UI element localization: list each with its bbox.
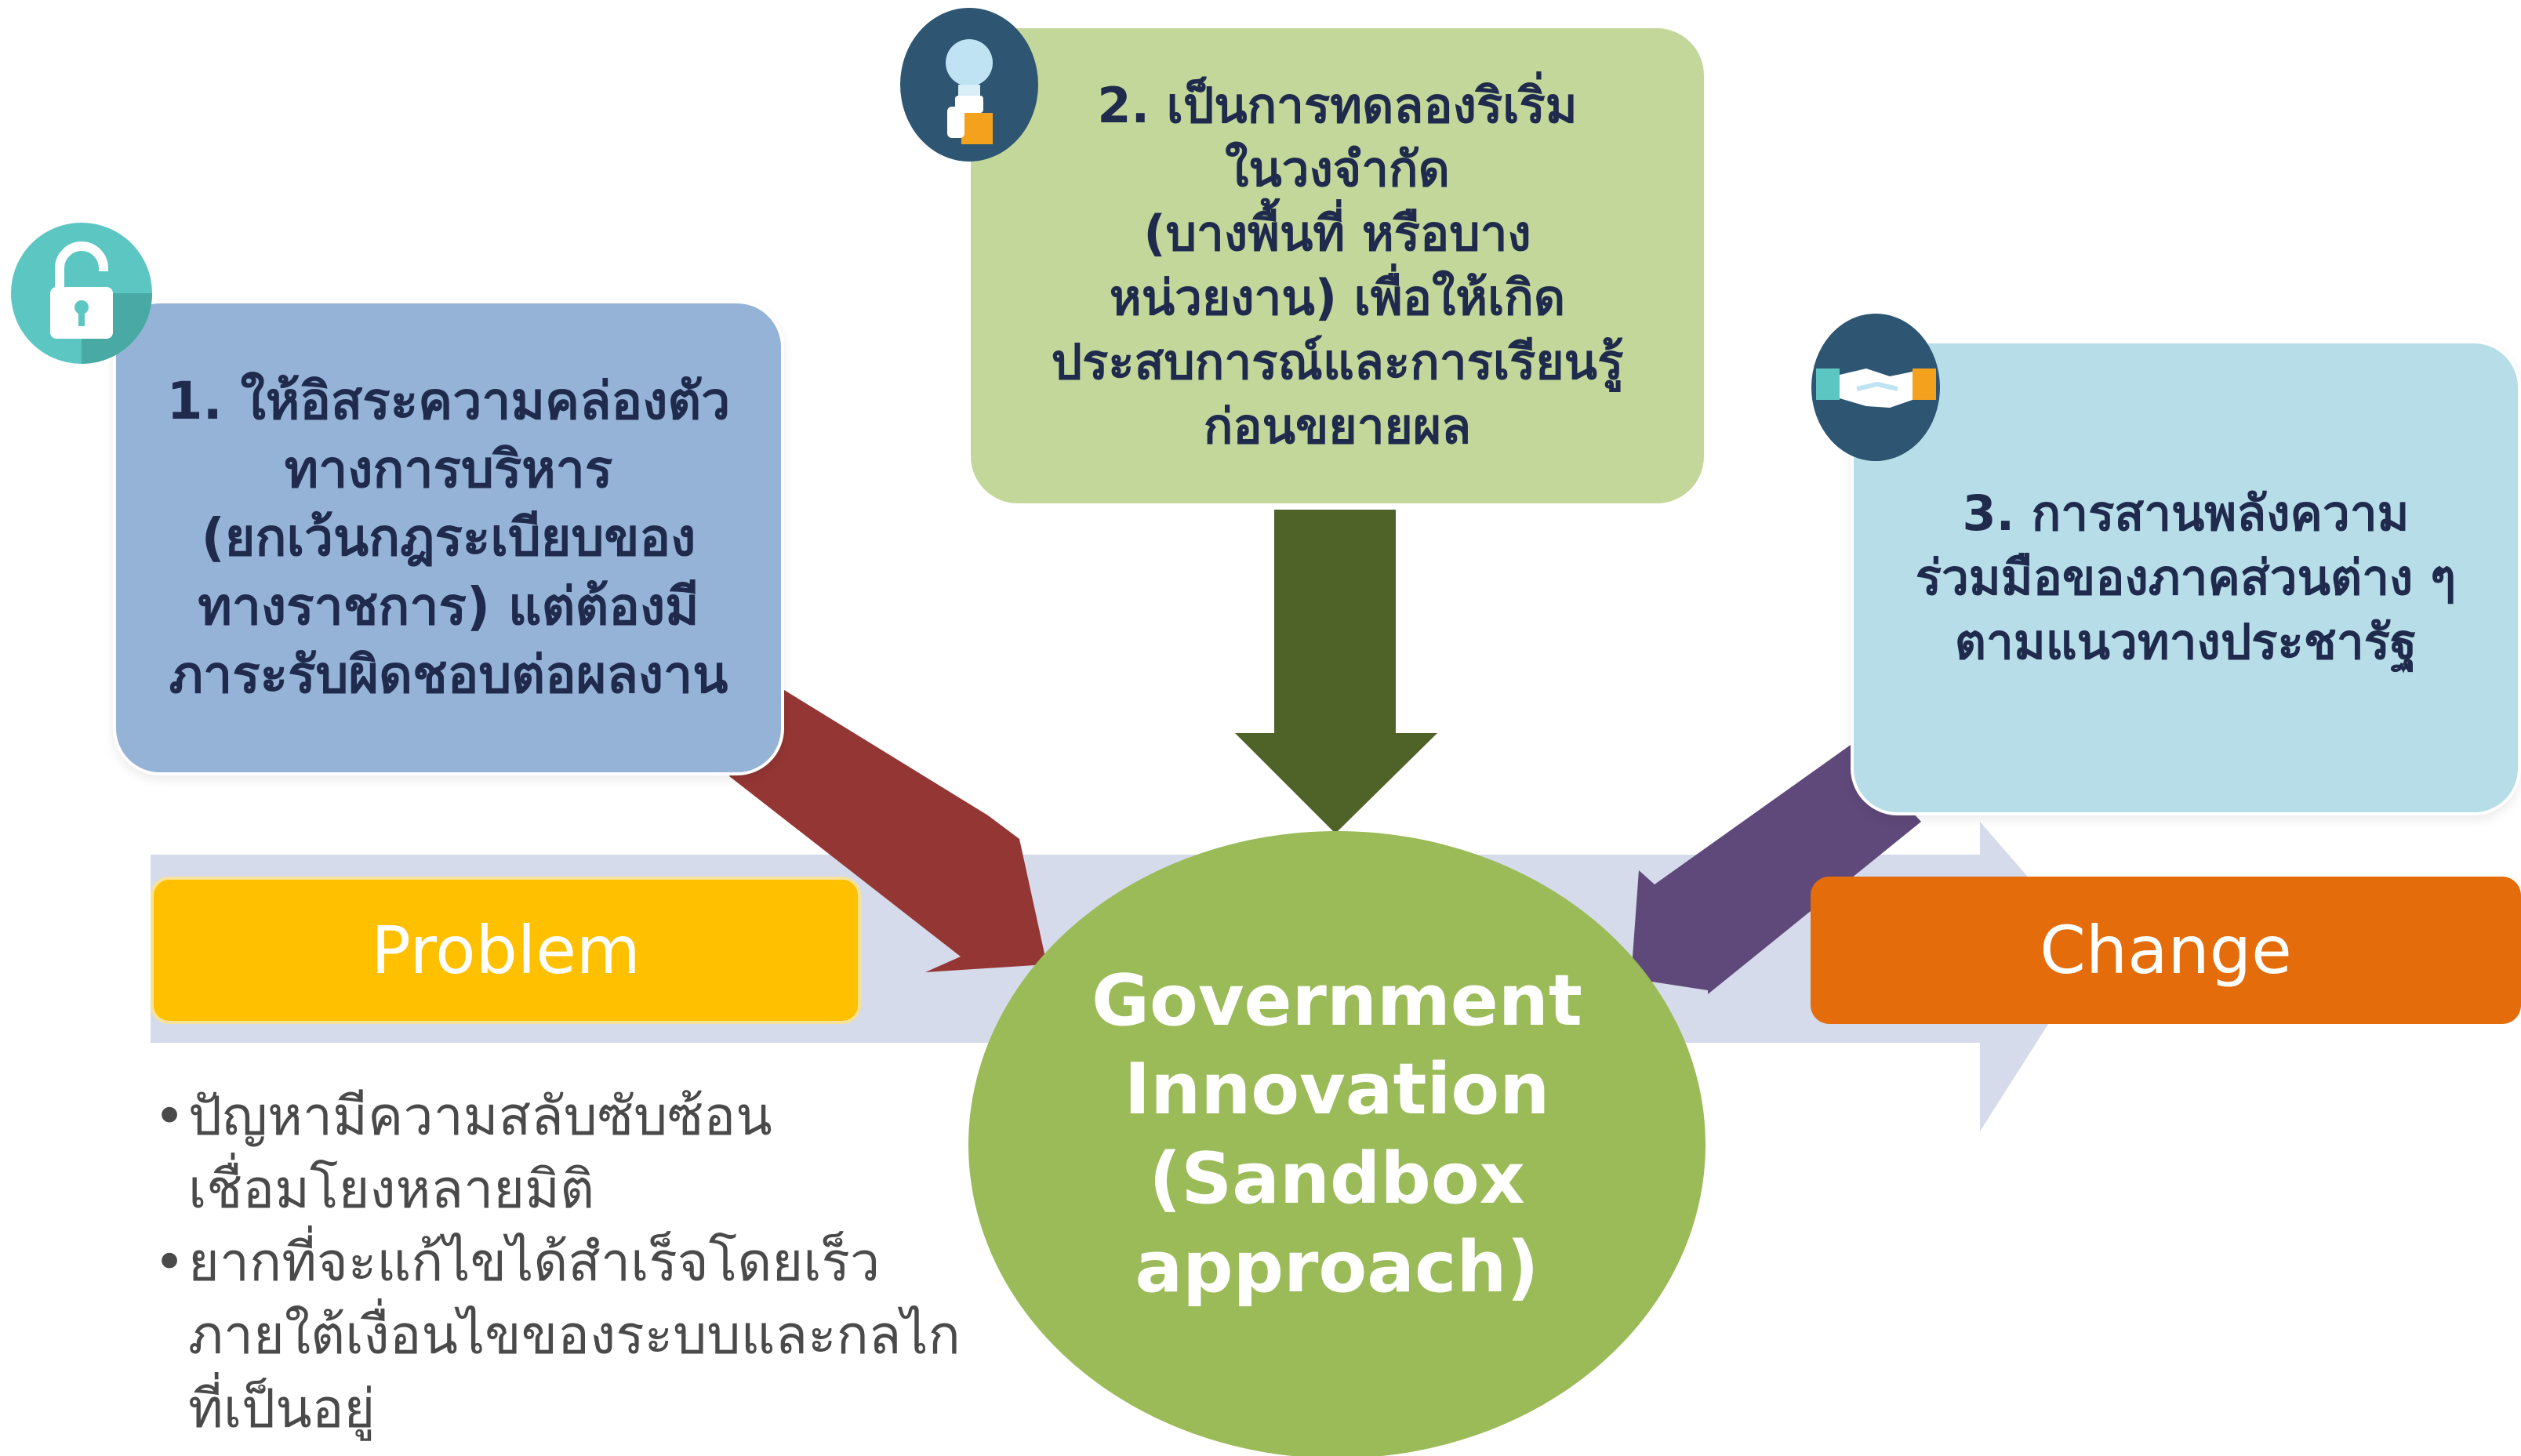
bullet-marker: • [154,1232,186,1294]
bullet-marker: • [154,1086,186,1148]
principle-box-3: 3. การสานพลังความ ร่วมมือของภาคส่วนต่าง … [1851,340,2521,815]
arrow-from-box1 [729,690,1047,972]
principle-3-text: 3. การสานพลังความ ร่วมมือของภาคส่วนต่าง … [1915,485,2457,670]
bullet-item: • ปัญหามีความสลับซับซ้อน เชื่อมโยงหลายมิ… [154,1080,1016,1226]
bullet-text: ปัญหามีความสลับซับซ้อน เชื่อมโยงหลายมิติ [188,1086,772,1222]
change-text: Change [2040,912,2292,989]
center-title: Government Innovation (Sandbox approach) [1092,960,1582,1309]
principle-2-text: 2. เป็นการทดลองริเริ่ม ในวงจำกัด (บางพื้… [1051,76,1624,455]
bullet-item: • ยากที่จะแก้ไขได้สำเร็จโดยเร็ว ภายใต้เง… [154,1226,1016,1445]
principle-box-2: 2. เป็นการทดลองริเริ่ม ในวงจำกัด (บางพื้… [971,28,1704,503]
problem-label: Problem [151,877,861,1024]
problem-bullets: • ปัญหามีความสลับซับซ้อน เชื่อมโยงหลายมิ… [154,1080,1016,1446]
principle-1-text: 1. ให้อิสระความคล่องตัว ทางการบริหาร (ยก… [166,371,731,705]
problem-text: Problem [371,912,641,989]
change-label: Change [1811,877,2521,1024]
center-circle [968,831,1705,1456]
handshake-icon [1811,314,1941,461]
bullet-text: ยากที่จะแก้ไขได้สำเร็จโดยเร็ว ภายใต้เงื่… [188,1232,961,1440]
lightbulb-hand-icon [899,6,1040,163]
arrow-from-box2 [1235,510,1437,833]
unlock-padlock-icon [11,223,152,364]
principle-box-1: 1. ให้อิสระความคล่องตัว ทางการบริหาร (ยก… [113,300,784,775]
arrow-from-box3 [1631,745,1921,994]
